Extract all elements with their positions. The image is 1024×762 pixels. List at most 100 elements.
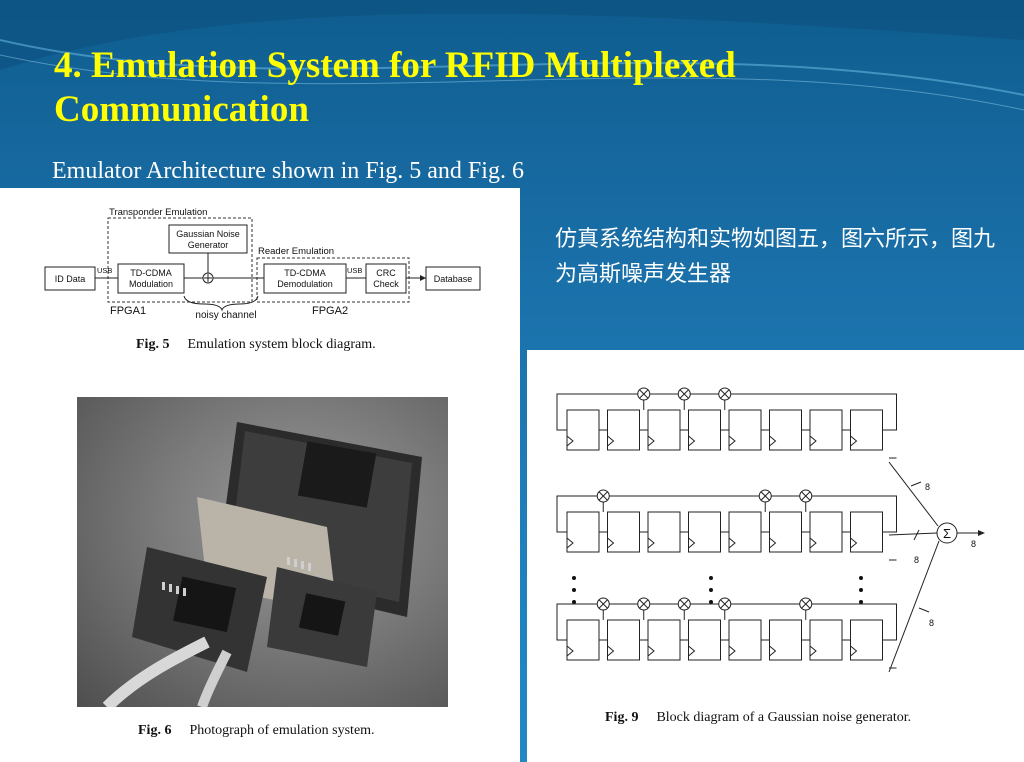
clock-marker [809, 645, 817, 657]
mod-text-2: Modulation [129, 279, 173, 289]
xor-gate-stroke [720, 599, 730, 609]
clock-marker [769, 645, 777, 657]
shift-register-cell [688, 619, 721, 661]
xor-gate-stroke [679, 599, 689, 609]
xor-gate-stroke [801, 599, 811, 609]
clock-marker [769, 435, 777, 447]
xor-gate-stroke [801, 491, 811, 501]
transponder-label: Transponder Emulation [109, 207, 207, 218]
xor-gate-stroke [598, 599, 608, 609]
shift-register-cell [809, 409, 843, 451]
chinese-note: 仿真系统结构和实物如图五，图六所示，图九为高斯噪声发生器 [555, 227, 996, 287]
clock-marker [647, 537, 655, 549]
xor-gate-stroke [720, 389, 730, 399]
shift-register-cell [850, 409, 883, 451]
gaussian-noise-text-2: Generator [188, 240, 229, 250]
shift-register-cell [728, 409, 762, 451]
clock-marker [566, 435, 574, 447]
fig6-photograph [77, 397, 448, 707]
shift-register-cell [647, 409, 681, 451]
shift-register-cell [647, 511, 681, 553]
shift-register-cell [809, 619, 843, 661]
noisy-channel-brace [183, 295, 259, 312]
database-label: Database [434, 274, 473, 284]
clock-marker [809, 537, 817, 549]
shift-register-cell [607, 511, 640, 553]
clock-marker [607, 435, 615, 447]
fig5-block-diagram: Transponder Emulation Reader Emulation G… [44, 207, 481, 321]
clock-marker [728, 435, 736, 447]
shift-register-cell [728, 619, 762, 661]
demod-text-2: Demodulation [277, 279, 333, 289]
bus-label-1: 8 [925, 482, 930, 492]
shift-register-cell [769, 511, 802, 553]
shift-register-cell [688, 409, 721, 451]
figure-panel-left: Transponder Emulation Reader Emulation G… [0, 188, 520, 762]
fpga1-label: FPGA1 [110, 305, 146, 317]
clock-marker [688, 645, 696, 657]
clock-marker [688, 537, 696, 549]
database-block [425, 266, 481, 291]
feedback-path [556, 495, 897, 533]
usb-label-1: USB [97, 266, 112, 275]
gaussian-noise-text-1: Gaussian Noise [176, 229, 240, 239]
clock-marker [850, 645, 858, 657]
usb-label-2: USB [347, 266, 362, 275]
clock-marker [688, 435, 696, 447]
shift-register-cell [566, 619, 600, 661]
clock-marker [850, 435, 858, 447]
bus-label-2: 8 [914, 555, 919, 565]
xor-gate-stroke [760, 491, 770, 501]
shift-register-cell [607, 409, 640, 451]
bus-label-out: 8 [971, 539, 976, 549]
background-swoosh [0, 0, 1024, 111]
shift-register-cell [728, 511, 762, 553]
gaussian-noise-block [168, 224, 248, 254]
clock-marker [566, 645, 574, 657]
xor-gate-stroke [598, 491, 608, 501]
shift-register-cell [769, 409, 802, 451]
row-ellipsis [572, 576, 863, 604]
shift-register-cell [607, 619, 640, 661]
mod-text-1: TD-CDMA [130, 268, 172, 278]
clock-marker [647, 645, 655, 657]
crc-text-1: CRC [376, 268, 396, 278]
xor-gate-stroke [679, 389, 689, 399]
fig9-noise-generator-diagram: Σ 8 8 8 8 [556, 387, 985, 673]
clock-marker [850, 537, 858, 549]
demod-text-1: TD-CDMA [284, 268, 326, 278]
shift-register-cell [809, 511, 843, 553]
shift-register-cell [850, 511, 883, 553]
shift-register-cell [566, 409, 600, 451]
shift-register-cell [647, 619, 681, 661]
summation-symbol: Σ [943, 526, 951, 541]
xor-gate-stroke [639, 599, 649, 609]
clock-marker [566, 537, 574, 549]
circuit-board-photo-art [102, 422, 422, 707]
clock-marker [769, 537, 777, 549]
clock-marker [647, 435, 655, 447]
clock-marker [728, 645, 736, 657]
shift-register-cell [769, 619, 802, 661]
transponder-emulation-region [107, 217, 253, 303]
clock-marker [607, 537, 615, 549]
fpga2-label: FPGA2 [312, 305, 348, 317]
reader-label: Reader Emulation [258, 246, 334, 257]
bus-label-3: 8 [929, 618, 934, 628]
clock-marker [607, 645, 615, 657]
xor-gate-stroke [639, 389, 649, 399]
clock-marker [728, 537, 736, 549]
crc-text-2: Check [373, 279, 399, 289]
clock-marker [809, 435, 817, 447]
slide-subtitle: Emulator Architecture shown in Fig. 5 an… [52, 158, 524, 184]
shift-register-cell [566, 511, 600, 553]
reader-emulation-region [256, 257, 410, 303]
slide-title: 4. Emulation System for RFID Multiplexed… [54, 45, 736, 130]
noisy-channel-label: noisy channel [195, 310, 256, 321]
shift-register-cell [850, 619, 883, 661]
id-data-label: ID Data [55, 274, 86, 284]
